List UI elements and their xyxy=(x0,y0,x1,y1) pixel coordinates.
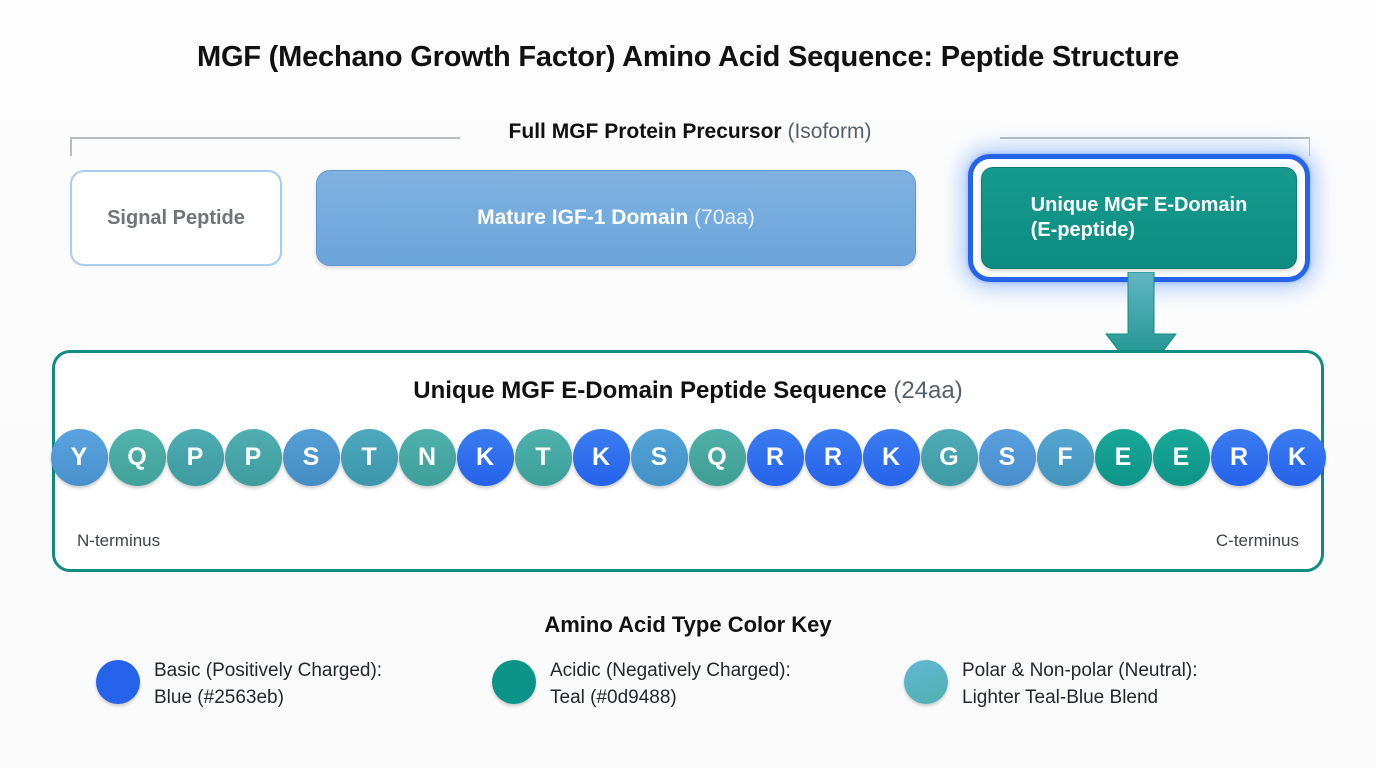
legend-label: Polar & Non-polar (Neutral): Lighter Teal… xyxy=(962,658,1197,712)
bracket-label-bold: Full MGF Protein Precursor xyxy=(508,120,782,143)
residue-circle[interactable]: R xyxy=(804,429,862,486)
bracket-line-left xyxy=(70,137,460,139)
legend-label-line1: Polar & Non-polar (Neutral): xyxy=(962,660,1198,681)
residue-circle[interactable]: P xyxy=(224,429,282,486)
residue-circle[interactable]: F xyxy=(1036,429,1094,486)
residue-circle[interactable]: N xyxy=(398,429,456,486)
edomain-label-line2: (E-peptide) xyxy=(1030,219,1136,241)
residue-circle[interactable]: P xyxy=(166,429,224,486)
bracket-label: Full MGF Protein Precursor (Isoform) xyxy=(497,120,884,144)
residue-circle[interactable]: T xyxy=(514,429,572,486)
residue-circle[interactable]: R xyxy=(746,429,804,486)
residue-circle[interactable]: S xyxy=(282,429,340,486)
mature-igf1-domain-box[interactable]: Mature IGF-1 Domain (70aa) xyxy=(316,170,916,266)
legend-title: Amino Acid Type Color Key xyxy=(544,612,832,637)
legend-color-dot xyxy=(904,660,948,704)
precursor-domain-row: Signal Peptide Mature IGF-1 Domain (70aa… xyxy=(70,154,1310,282)
residue-circle[interactable]: K xyxy=(1268,429,1326,486)
residue-circle[interactable]: E xyxy=(1094,429,1152,486)
residue-circle[interactable]: R xyxy=(1210,429,1268,486)
legend-label: Acidic (Negatively Charged): Teal (#0d948… xyxy=(550,658,791,712)
bracket-label-muted: (Isoform) xyxy=(787,120,872,143)
sequence-heading-bold: Unique MGF E-Domain Peptide Sequence xyxy=(413,377,887,404)
legend-label-line2: Blue (#2563eb) xyxy=(154,686,284,708)
signal-peptide-box[interactable]: Signal Peptide xyxy=(70,170,282,266)
c-terminus-label: C-terminus xyxy=(1215,531,1299,550)
legend-color-dot xyxy=(96,660,140,704)
legend-label-line1: Acidic (Negatively Charged): xyxy=(550,660,791,681)
residue-circle[interactable]: Q xyxy=(688,429,746,486)
legend-row: Basic (Positively Charged): Blue (#2563eb… xyxy=(96,658,1286,712)
edomain-label-line1: Unique MGF E-Domain xyxy=(1030,194,1248,216)
residue-circle[interactable]: S xyxy=(630,429,688,486)
residue-circle[interactable]: S xyxy=(978,429,1036,486)
sequence-heading: Unique MGF E-Domain Peptide Sequence (24… xyxy=(55,377,1321,405)
bracket-line-right xyxy=(1000,137,1310,139)
edomain-highlight-frame: Unique MGF E-Domain (E-peptide) xyxy=(968,154,1310,282)
legend-label-line1: Basic (Positively Charged): xyxy=(154,660,383,681)
sequence-heading-length: (24aa) xyxy=(893,377,963,404)
bracket-tick-right xyxy=(1308,137,1310,156)
mature-domain-label: Mature IGF-1 Domain xyxy=(477,206,689,229)
residue-circle[interactable]: T xyxy=(340,429,398,486)
residue-circle[interactable]: K xyxy=(862,429,920,486)
unique-mgf-edomain-box[interactable]: Unique MGF E-Domain (E-peptide) xyxy=(981,167,1297,269)
legend-label-line2: Lighter Teal-Blue Blend xyxy=(962,686,1159,708)
termini-labels: N-terminus C-terminus xyxy=(77,531,1299,551)
legend-label-line2: Teal (#0d9488) xyxy=(550,686,677,708)
n-terminus-label: N-terminus xyxy=(77,531,161,550)
page-title: MGF (Mechano Growth Factor) Amino Acid S… xyxy=(196,41,1180,73)
residue-circle[interactable]: E xyxy=(1152,429,1210,486)
legend-color-dot xyxy=(492,660,536,704)
legend-item: Polar & Non-polar (Neutral): Lighter Teal… xyxy=(904,658,1286,712)
peptide-sequence-panel: Unique MGF E-Domain Peptide Sequence (24… xyxy=(50,350,1326,572)
residue-circle[interactable]: K xyxy=(572,429,630,486)
legend-label: Basic (Positively Charged): Blue (#2563eb… xyxy=(154,658,382,712)
bracket-tick-left xyxy=(70,137,72,156)
legend-item: Basic (Positively Charged): Blue (#2563eb… xyxy=(96,658,492,712)
residue-circle[interactable]: G xyxy=(920,429,978,486)
signal-peptide-label: Signal Peptide xyxy=(107,206,245,229)
precursor-bracket: Full MGF Protein Precursor (Isoform) xyxy=(70,120,1310,159)
residue-circle[interactable]: K xyxy=(456,429,514,486)
residue-circle[interactable]: Y xyxy=(50,429,108,486)
mature-domain-length: (70aa) xyxy=(694,206,755,229)
legend-item: Acidic (Negatively Charged): Teal (#0d948… xyxy=(492,658,904,712)
residue-circle[interactable]: Q xyxy=(108,429,166,486)
